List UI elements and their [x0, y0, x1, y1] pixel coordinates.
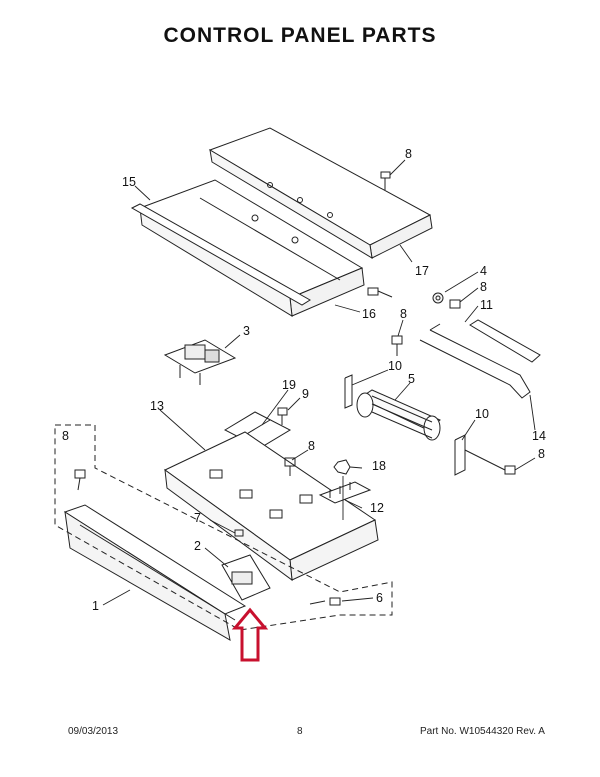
- part-15-trim-strip: [130, 203, 311, 306]
- callout-8: 8: [480, 280, 487, 294]
- highlight-arrow: [231, 607, 269, 662]
- callout-8: 8: [405, 147, 412, 161]
- callout-6: 6: [376, 591, 383, 605]
- callout-4: 4: [480, 264, 487, 278]
- callout-2: 2: [194, 539, 201, 553]
- callout-3: 3: [243, 324, 250, 338]
- callout-17: 17: [415, 264, 429, 278]
- callout-15: 15: [122, 175, 136, 189]
- callout-13: 13: [150, 399, 164, 413]
- screw-9: [277, 407, 288, 425]
- part-10-bracket-upper: [344, 374, 353, 409]
- callout-10: 10: [388, 359, 402, 373]
- screw-8-panel: [367, 287, 393, 298]
- screw-8-plate: [284, 457, 296, 476]
- part-17-upper-cover: [208, 127, 433, 259]
- part-10-bracket-lower: [454, 434, 506, 476]
- part-13-panel-plate: [164, 431, 379, 582]
- callout-8: 8: [400, 307, 407, 321]
- callout-1: 1: [92, 599, 99, 613]
- dashed-group-outline: [54, 424, 393, 631]
- screw-8-fan: [391, 335, 403, 356]
- screw-8-top: [380, 171, 391, 190]
- callout-labels: 8 15 17 4 8 11 16 8 3 10 5 19 9 13 10 8 …: [62, 147, 546, 613]
- leader-lines: [102, 159, 536, 606]
- footer-part-number: Part No. W10544320 Rev. A: [420, 726, 545, 737]
- callout-18: 18: [372, 459, 386, 473]
- part-2-control-board: [221, 554, 271, 601]
- callout-8: 8: [308, 439, 315, 453]
- part-14-bracket: [419, 323, 531, 399]
- callout-14: 14: [532, 429, 546, 443]
- callout-7: 7: [194, 511, 201, 525]
- screw-8-left: [74, 469, 86, 491]
- footer-date: 09/03/2013: [68, 726, 119, 737]
- callout-8: 8: [62, 429, 69, 443]
- part-3-transformer: [163, 339, 237, 385]
- callout-12: 12: [370, 501, 384, 515]
- callout-9: 9: [302, 387, 309, 401]
- callout-19: 19: [282, 378, 296, 392]
- callout-16: 16: [362, 307, 376, 321]
- part-1-console: [63, 504, 247, 641]
- screw-8-right-lower: [504, 465, 516, 475]
- callout-8: 8: [538, 447, 545, 461]
- footer-page-number: 8: [297, 726, 303, 737]
- callout-11: 11: [480, 298, 493, 312]
- callout-5: 5: [408, 372, 415, 386]
- screw-6: [309, 597, 341, 606]
- part-5-cooling-fan: [356, 389, 441, 441]
- callout-10: 10: [475, 407, 489, 421]
- part-18-nut: [333, 459, 351, 475]
- page-title: CONTROL PANEL PARTS: [163, 24, 437, 47]
- part-11-strip: [469, 319, 541, 363]
- part-4-washer: [432, 292, 444, 304]
- screw-8-right: [449, 299, 461, 309]
